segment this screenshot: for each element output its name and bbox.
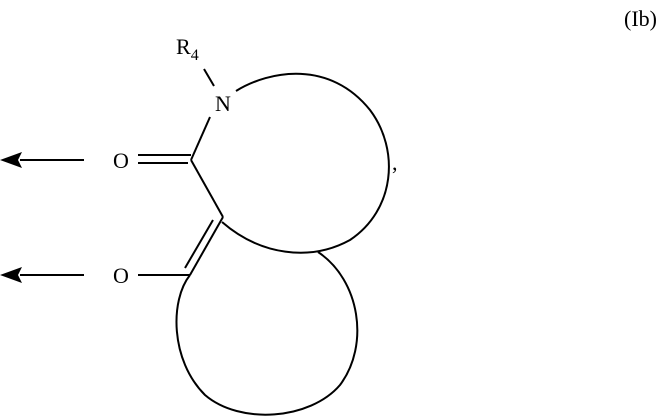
n-carbonyl-bond — [190, 116, 211, 161]
upper-ring — [221, 72, 390, 254]
trailing-comma: , — [392, 150, 398, 175]
r-group: R — [176, 34, 191, 59]
cc-double-bond-1 — [189, 216, 224, 276]
nitrogen-atom: N — [215, 91, 231, 116]
cc-double-bond-2 — [184, 219, 214, 269]
arrow-top-head-icon — [0, 152, 22, 168]
carbonyl-fusion-bond — [190, 159, 224, 218]
formula-label: (Ib) — [624, 6, 657, 31]
lower-ring — [175, 251, 359, 416]
oxygen-top-atom: O — [113, 148, 129, 173]
r4-n-bond — [203, 68, 215, 87]
r4-label: R4 — [176, 36, 199, 64]
r-subscript: 4 — [190, 47, 199, 64]
oxygen-bottom-atom: O — [113, 263, 129, 288]
arrow-bottom-head-icon — [0, 267, 22, 283]
